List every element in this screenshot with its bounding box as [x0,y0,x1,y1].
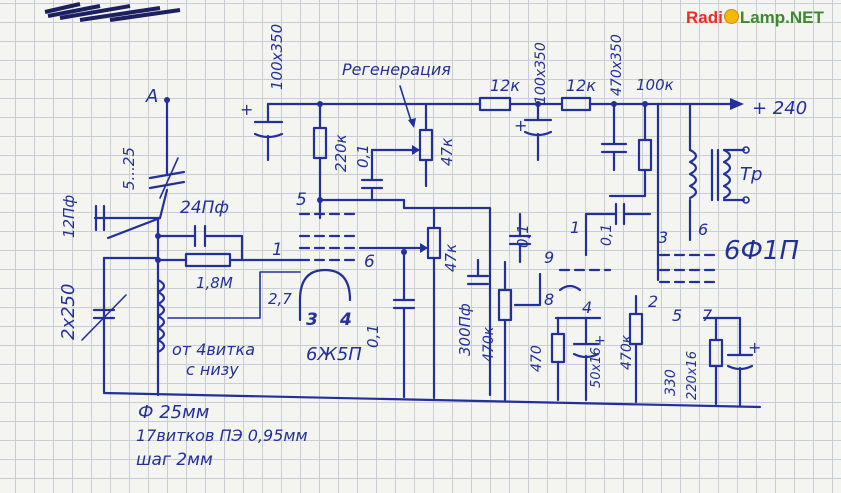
antenna-node [164,97,170,103]
label-r330: 330 [663,369,679,396]
label-pin5-right: 5 [672,306,683,325]
label-c300pf: 300Пф [456,303,474,356]
label-coil-tap: от 4витка [172,340,255,359]
label-trimmer: 5...25 [120,147,138,190]
label-c220x16: 220х16 [685,350,700,400]
label-c100x350-a: 100х350 [268,23,286,90]
label-c2x250: 2х250 [58,283,79,340]
label-pin3: 3 [306,310,318,330]
label-pin8: 8 [544,290,555,309]
regen-arrow [399,85,413,125]
label-r47k-regen: 47к [438,137,456,166]
label-c12pf: 12Пф [60,194,78,238]
label-pin6-left: 6 [364,252,375,272]
trimmer-arrow [159,157,179,199]
label-pin5-left: 5 [296,190,307,210]
label-c01-b: 0,1 [364,324,382,348]
label-pin2-right: 2 [648,292,659,311]
label-pin27: 2,7 [268,290,292,308]
trimmer-lead [158,188,169,220]
label-r470: 470 [529,345,545,372]
label-pin6-right: 6 [698,220,709,239]
label-r12k-a: 12к [490,76,521,95]
label-pin4b: 4 [582,298,593,317]
label-coil-diameter: Ф 25мм [138,402,210,423]
label-r470k-a: 470к [481,326,497,362]
label-pin1-right: 1 [570,218,581,237]
trimmer-plate-top [148,170,186,180]
label-coil-step: шаг 2мм [136,450,213,470]
label-r12k-b: 12к [566,76,597,95]
label-r47k-vol: 47к [442,243,460,272]
label-tube2: 6Ф1П [724,236,800,266]
label-c100x350-b: 100х350 [533,42,549,104]
label-c470x350: 470х350 [609,34,625,96]
label-tube1: 6Ж5П [306,344,362,365]
label-c01-c: 0,1 [514,224,532,248]
label-pin1-left: 1 [272,240,283,260]
label-supply: + 240 [752,98,808,119]
label-c01-d: 0,1 [599,223,615,246]
label-coil-turns: 17витков ПЭ 0,95мм [136,426,308,445]
label-r18m: 1,8М [196,274,233,292]
label-plus-right: + [748,338,762,357]
label-r470k-b: 470к [619,334,635,370]
label-antenna: A [146,86,159,107]
label-transformer: Тр [740,164,763,185]
r18m-body [184,252,232,268]
label-regen: Регенерация [342,60,451,79]
label-pin4: 4 [340,310,352,330]
label-coil-tap2: с низу [186,360,239,379]
label-c24pf: 24Пф [180,198,229,218]
c24-wire [156,234,244,262]
label-plus-left: + [240,100,254,119]
label-pin3-right: 3 [658,228,669,247]
sun-icon [723,9,739,24]
label-plus-mid: + [514,116,528,135]
label-pin9: 9 [544,248,555,267]
label-r220k: 220к [332,134,350,172]
var-cap-arrow [81,294,127,341]
coil-tap-wire [167,271,301,319]
ground-bus [102,391,762,409]
label-plus-c: + [594,333,606,349]
c12-wire [93,216,162,240]
top-scribble [44,2,181,22]
label-c50x16: 50х16 [589,347,604,388]
input-coil [156,278,166,354]
label-r100k: 100к [636,76,674,94]
heater-loop [298,268,352,302]
trimmer-plate-bottom [148,180,186,190]
label-c01-a: 0,1 [354,144,372,168]
label-pin7-right: 7 [702,306,713,325]
